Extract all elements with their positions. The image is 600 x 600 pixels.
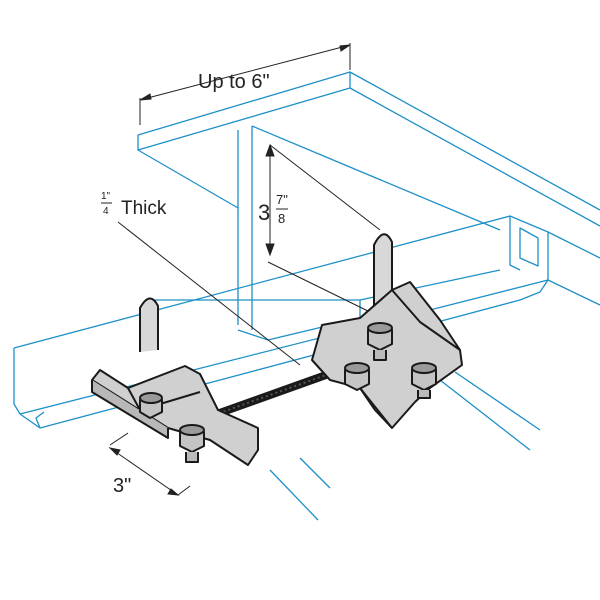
svg-text:8: 8 (278, 211, 285, 226)
svg-text:Thick: Thick (121, 198, 167, 219)
height-label: 3 7" 8 (258, 192, 288, 226)
thickness-label: 1" 4 Thick (101, 191, 167, 219)
thickness-leader-line (117, 221, 301, 366)
i-beam-top-flange (137, 71, 600, 227)
right-bolt-top (367, 322, 393, 361)
steel-structure (13, 71, 600, 521)
right-bolt-right (411, 362, 437, 399)
width-dimension-line (139, 44, 351, 101)
strut-channel (13, 215, 600, 429)
svg-text:4: 4 (103, 206, 109, 217)
svg-text:7": 7" (276, 192, 288, 207)
width-label: Up to 6" (198, 71, 270, 93)
length-label: 3" (113, 475, 131, 497)
svg-text:1": 1" (101, 191, 111, 202)
length-dimension-line (109, 447, 179, 496)
dimension-lines (108, 43, 381, 496)
right-j-hook (373, 233, 393, 310)
dimension-labels: Up to 6" 3 7" 8 1" 4 Thick 3" (101, 71, 288, 497)
right-bolt-left (344, 362, 370, 391)
right-clamp (311, 233, 463, 429)
left-clamp (91, 297, 259, 466)
left-bolt-2 (179, 424, 205, 463)
i-beam-web (237, 125, 501, 330)
left-j-hook (139, 297, 159, 352)
svg-text:3: 3 (258, 200, 270, 225)
left-bolt-1 (139, 392, 163, 419)
